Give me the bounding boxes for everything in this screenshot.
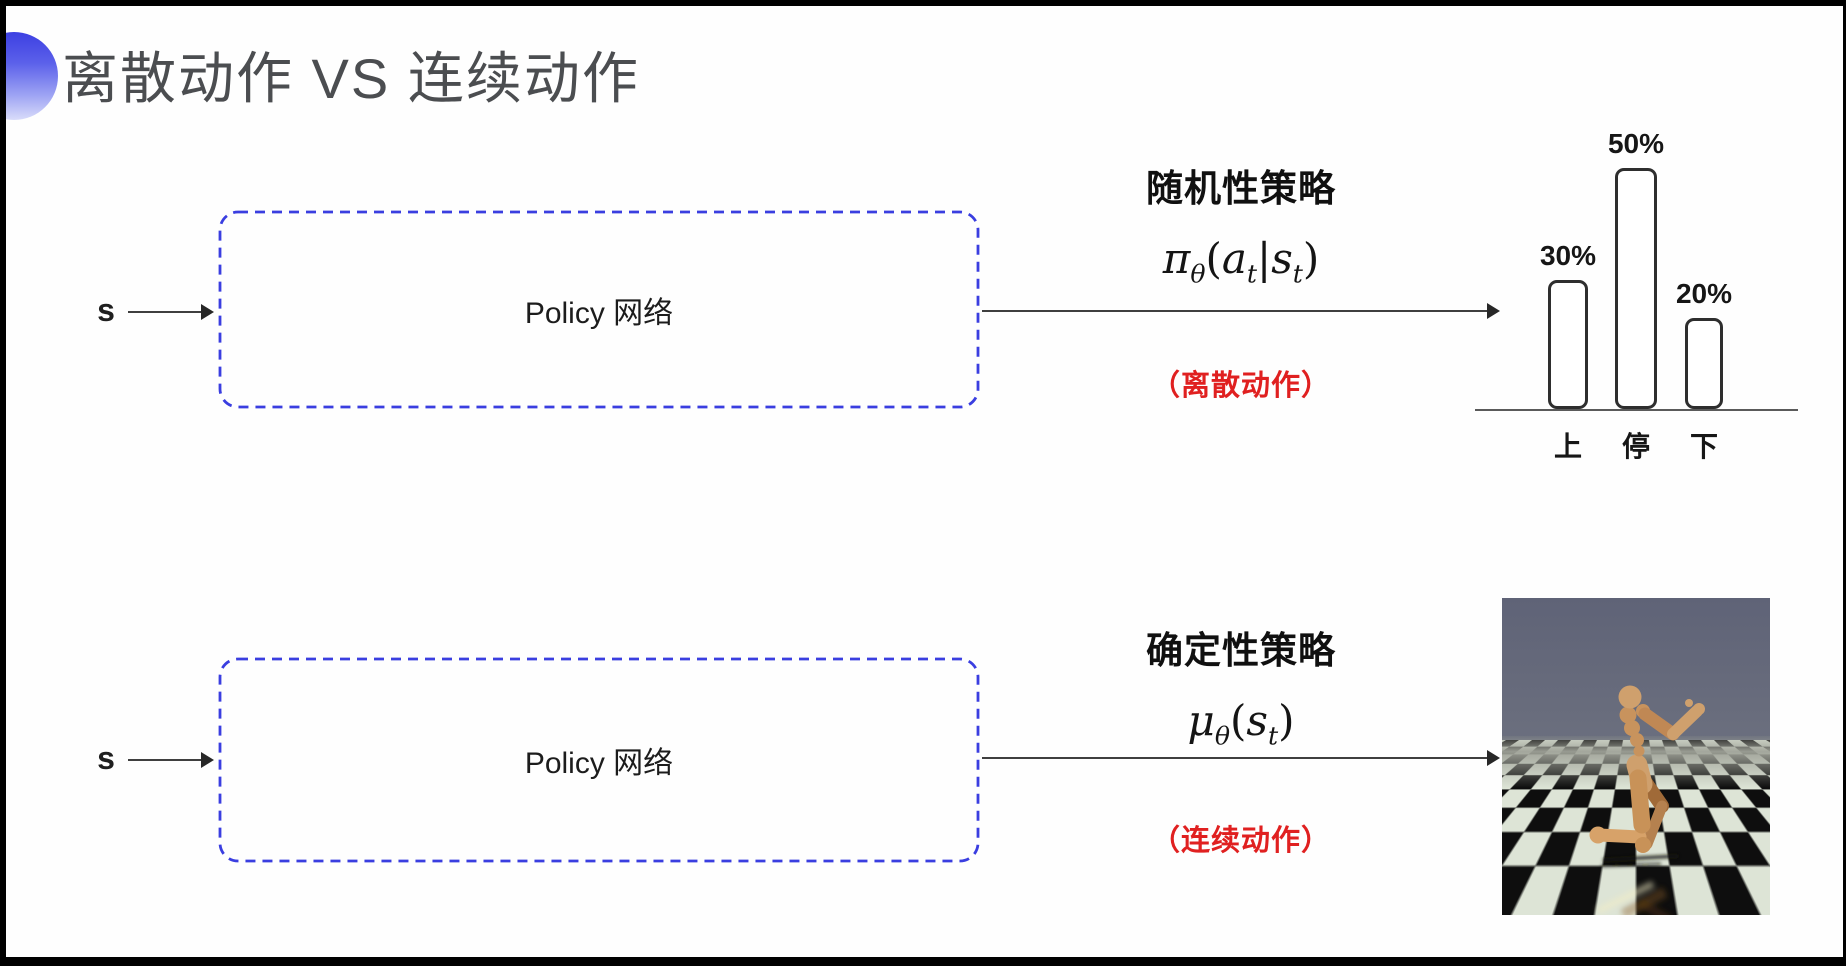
bar-value-label: 30% — [1539, 240, 1597, 271]
annotation-continuous: 确定性策略 μθ(st) — [1058, 620, 1424, 750]
continuous-action-note: （连续动作） — [1150, 825, 1331, 857]
annotation-discrete: 随机性策略 πθ(at|st) — [1058, 158, 1424, 288]
stochastic-policy-formula: πθ(at|st) — [1162, 234, 1320, 289]
policy-network-label: Policy 网络 — [524, 747, 674, 780]
policy-network-box-discrete: Policy 网络 — [218, 210, 980, 409]
screen-edge-bottom — [0, 957, 1846, 966]
discrete-action-note: （离散动作） — [1150, 370, 1331, 402]
probability-bar — [1685, 318, 1723, 409]
arrow-policy-to-output-continuous — [982, 750, 1500, 766]
chart-baseline — [1475, 409, 1798, 411]
dashed-border — [218, 210, 980, 409]
screen-edge-left — [0, 0, 6, 966]
policy-network-box-continuous: Policy 网络 — [218, 657, 980, 863]
arrow-state-to-policy-discrete — [128, 304, 214, 320]
action-probability-chart: 30% 上 50% 停 20% 下 — [1475, 108, 1798, 462]
bar-category-label: 上 — [1553, 431, 1582, 462]
policy-network-label: Policy 网络 — [524, 296, 674, 330]
bar-value-label: 20% — [1675, 278, 1733, 309]
bar-category-label: 停 — [1621, 431, 1650, 462]
policy-type-label-stochastic: 随机性策略 — [1146, 168, 1336, 209]
bar-value-label: 50% — [1607, 128, 1665, 159]
state-input-label-continuous: s — [97, 740, 115, 776]
title-bullet-icon — [0, 32, 58, 120]
humanoid-robot-image — [1502, 598, 1770, 915]
arrow-state-to-policy-continuous — [128, 752, 214, 768]
state-input-label-discrete: s — [97, 292, 115, 328]
deterministic-policy-formula: μθ(st) — [1187, 696, 1295, 751]
dashed-border — [218, 657, 980, 863]
probability-bar — [1548, 280, 1588, 409]
humanoid-robot-figure — [1589, 685, 1705, 915]
page-title: 离散动作 VS 连续动作 — [62, 47, 640, 110]
probability-bar — [1615, 168, 1657, 409]
bar-category-label: 下 — [1689, 431, 1718, 462]
policy-type-label-deterministic: 确定性策略 — [1146, 630, 1336, 671]
screen-edge-top — [0, 0, 1846, 6]
screen-edge-right — [1843, 0, 1846, 966]
arrow-policy-to-output-discrete — [982, 303, 1500, 319]
